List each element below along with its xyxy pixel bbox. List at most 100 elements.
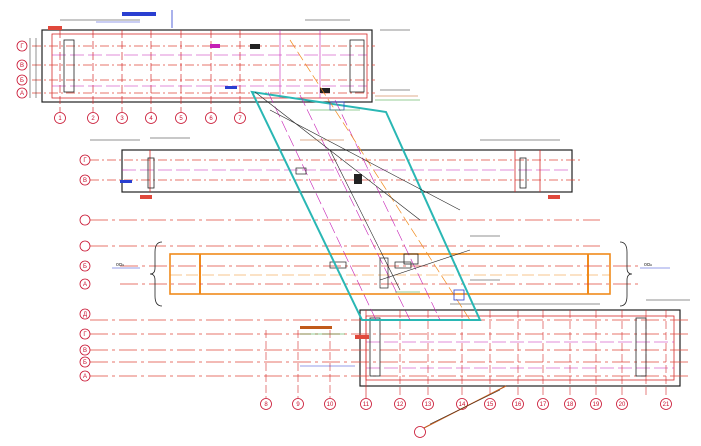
grid-bubble: [590, 398, 602, 410]
diagonal-dark: [379, 249, 471, 281]
orange-right-note: ось: [644, 262, 652, 268]
grid-bubble-label: 21: [663, 402, 670, 408]
bottom-block-frame: [359, 309, 681, 387]
grid-bubble-label: В: [20, 63, 24, 69]
middle-tag: [548, 195, 560, 199]
orange-block-frame: [169, 253, 611, 295]
grid-bubble-label: Б: [83, 360, 87, 366]
top-tag: [225, 86, 237, 89]
top-row-bubbles: Г В Б А: [16, 40, 28, 99]
grid-bubble: [79, 214, 91, 226]
grid-bubble: [616, 398, 628, 410]
grid-bubble: [260, 398, 272, 410]
bottom-diagonal-axis: [414, 385, 507, 438]
top-detail: [250, 44, 260, 49]
grid-bubble: [16, 87, 28, 99]
right-brace: [619, 241, 633, 307]
bottom-tag: [355, 335, 369, 339]
diagonal-dark: [269, 109, 461, 211]
bottom-tag: [300, 326, 332, 329]
orange-row-bubbles: Б А: [79, 260, 91, 290]
bottom-detail: [635, 317, 647, 377]
grid-bubble: [79, 308, 91, 320]
grid-bubble: [324, 398, 336, 410]
top-block: [29, 10, 420, 112]
diagonal-magenta: [299, 94, 411, 321]
grid-bubble: [564, 398, 576, 410]
grid-bubble-label: А: [83, 282, 87, 288]
grid-bubble-label: 14: [459, 402, 466, 408]
grid-bubble-label: 12: [397, 402, 404, 408]
grid-bubble-label: 15: [487, 402, 494, 408]
grid-bubble-label: В: [83, 178, 87, 184]
diagonal-detail: [403, 253, 419, 265]
bottom-row-bubbles: Д Г В Б А: [79, 308, 91, 382]
grid-bubble-label: 20: [619, 402, 626, 408]
diagonal-detail: [379, 257, 389, 289]
grid-bubble: [422, 398, 434, 410]
grid-bubble-label: 11: [363, 402, 370, 408]
grid-bubble-label: В: [83, 348, 87, 354]
grid-bubble: [145, 112, 157, 124]
top-block-inner: [51, 33, 368, 99]
middle-row-bubbles: Г В: [79, 154, 91, 186]
grid-bubble: [16, 40, 28, 52]
middle-tag: [140, 195, 152, 199]
top-col-bubbles: 1 2 3 4 5 6 7: [54, 112, 246, 124]
grid-bubble-label: 18: [567, 402, 574, 408]
bottom-col-bubbles: 8 9 10 11 12 13 14 15 16 17 18 19 20 21: [260, 398, 672, 410]
top-block-frame: [41, 29, 373, 103]
top-detail: [63, 39, 75, 93]
grid-bubble: [79, 344, 91, 356]
grid-bubble-label: А: [83, 374, 87, 380]
grid-bubble-label: 17: [540, 402, 547, 408]
top-detail: [320, 88, 330, 93]
orange-detail: [329, 261, 347, 269]
grid-bubble-label: 16: [515, 402, 522, 408]
grid-bubble-label: Г: [20, 44, 24, 50]
grid-bubble-label: Б: [20, 78, 24, 84]
top-note-mark: [122, 12, 156, 16]
grid-bubble-label: 19: [593, 402, 600, 408]
grid-bubble: [414, 426, 426, 438]
bottom-block-inner: [365, 315, 675, 381]
grid-bubble-label: 4: [149, 116, 153, 122]
grid-bubble: [512, 398, 524, 410]
middle-block-frame: [121, 149, 573, 193]
grid-bubble: [79, 278, 91, 290]
grid-bubble: [54, 112, 66, 124]
grid-bubble: [16, 74, 28, 86]
inter-grid-lines: [90, 219, 600, 247]
grid-bubble-label: 5: [179, 116, 183, 122]
diagonal-detail: [354, 174, 362, 184]
bottom-block: [90, 299, 690, 398]
grid-bubble: [116, 112, 128, 124]
cyan-outline: [250, 90, 482, 321]
orange-detail: [394, 261, 412, 269]
grid-bubble-label: 9: [296, 402, 300, 408]
diagonal-magenta: [267, 91, 377, 321]
diagonal-axis-dim: [429, 389, 501, 425]
middle-block: [90, 137, 580, 199]
grid-bubble-label: А: [20, 91, 24, 97]
orange-left-note: ось: [116, 262, 124, 268]
grid-bubble: [205, 112, 217, 124]
grid-bubble: [175, 112, 187, 124]
grid-bubble: [87, 112, 99, 124]
grid-bubble: [360, 398, 372, 410]
orange-block: ось ось: [112, 241, 670, 307]
grid-bubble-label: Б: [83, 264, 87, 270]
top-tag: [210, 44, 220, 48]
diagonal-magenta: [334, 99, 441, 321]
grid-bubble: [79, 328, 91, 340]
grid-bubble: [79, 370, 91, 382]
grid-bubble: [79, 356, 91, 368]
diagonal-dark: [254, 91, 421, 221]
grid-bubble: [394, 398, 406, 410]
diagonal-connector: [250, 39, 500, 321]
grid-bubble-label: 1: [58, 116, 62, 122]
grid-bubble-label: Д: [83, 312, 87, 318]
grid-bubble-label: 7: [238, 116, 242, 122]
grid-bubble: [292, 398, 304, 410]
